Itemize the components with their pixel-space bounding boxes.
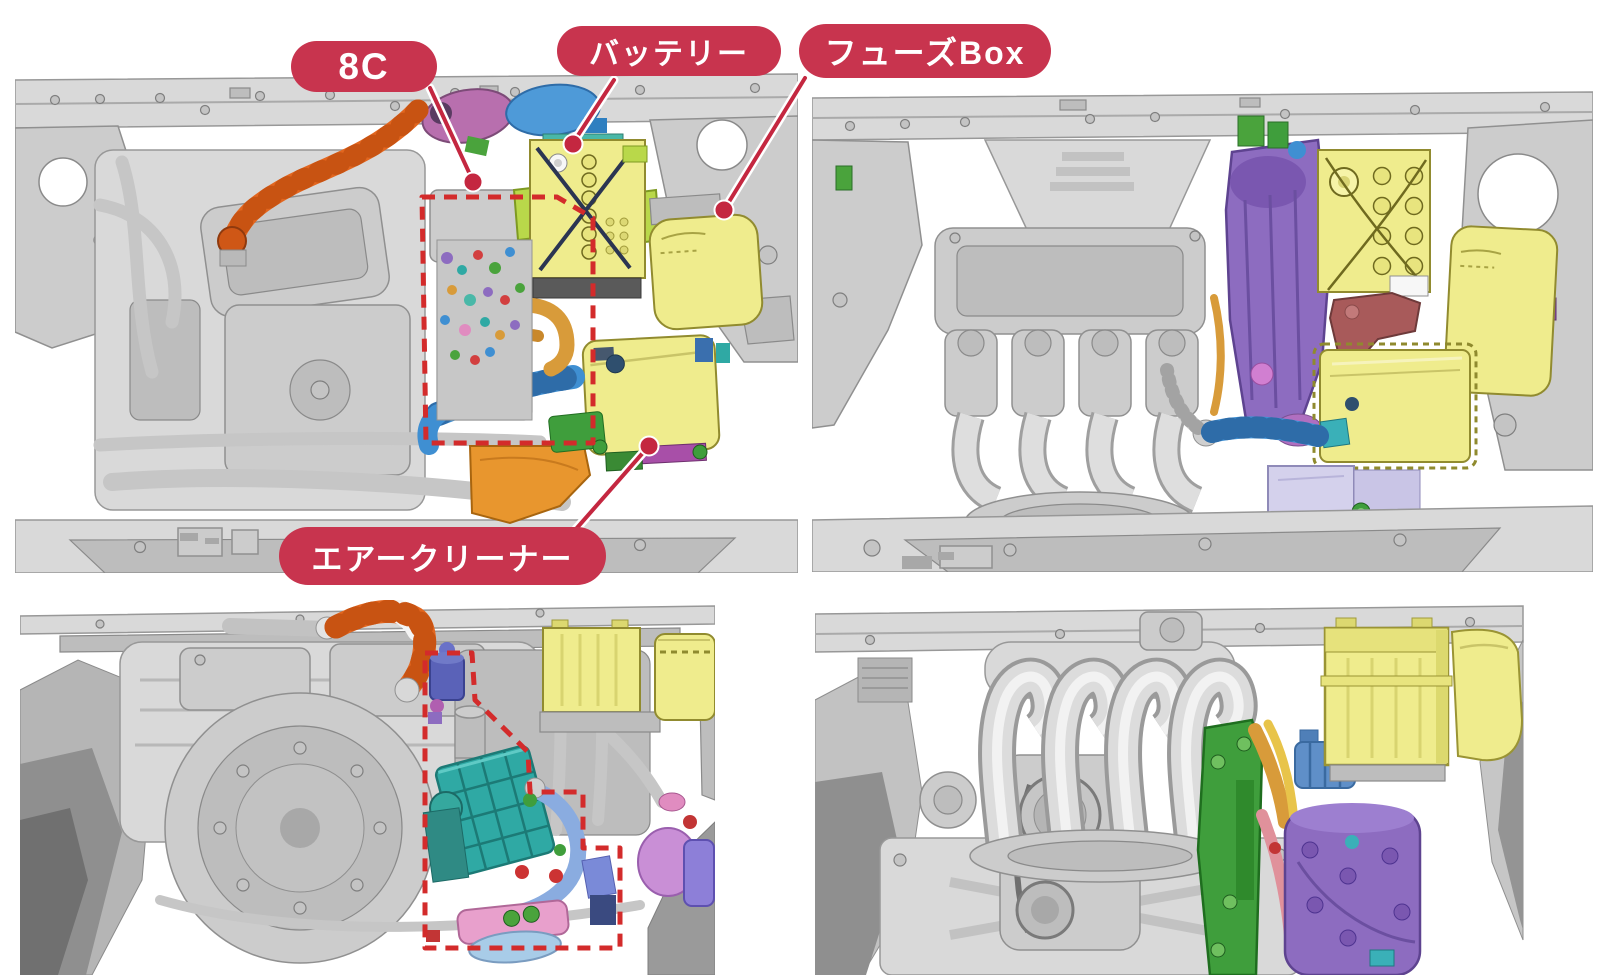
right-side-parts: [637, 792, 715, 907]
battery-12v: [1317, 149, 1431, 297]
air-cleaner: [1312, 342, 1478, 470]
label-air-cleaner-text: エアークリーナー: [311, 541, 574, 577]
front-bumper-structure: [812, 505, 1593, 572]
engine-block: [93, 149, 571, 511]
fuse-box: [654, 633, 715, 721]
panel-hybrid-top-view: [15, 63, 798, 573]
left-strut-tower: [812, 139, 923, 429]
label-air-cleaner: エアークリーナー: [279, 527, 606, 585]
panel-hybrid-front-view: [20, 600, 715, 975]
fuse-box: [648, 193, 764, 331]
throttle-intake-hose: [1160, 363, 1329, 447]
battery-12v: [1320, 617, 1453, 782]
orange-coolant-hose: [222, 600, 437, 703]
fuse-box: [1443, 225, 1559, 397]
panel-conventional-front-view: [815, 600, 1560, 975]
label-battery: バッテリー: [557, 26, 781, 76]
label-8c: 8C: [291, 41, 437, 92]
orange-coolant-hose: [217, 99, 429, 267]
engine-mount-green-plate: [1196, 718, 1264, 975]
panel-conventional-top-view: [812, 82, 1593, 572]
transmission: [1283, 803, 1422, 975]
label-8c-text: 8C: [338, 45, 390, 87]
bolt-row: [844, 97, 1551, 132]
label-fuse-box-text: フューズBox: [824, 35, 1026, 71]
intake-air-duct-orange: [468, 445, 592, 525]
battery-12v: [512, 133, 662, 299]
label-fuse-box: フューズBox: [799, 24, 1051, 78]
transmission: [1224, 115, 1332, 447]
label-battery-text: バッテリー: [589, 38, 749, 71]
intake-manifold: [969, 611, 1239, 883]
engine-harness-confetti: [436, 239, 533, 421]
fuse-box: [1450, 628, 1524, 762]
air-cleaner: [581, 334, 721, 456]
